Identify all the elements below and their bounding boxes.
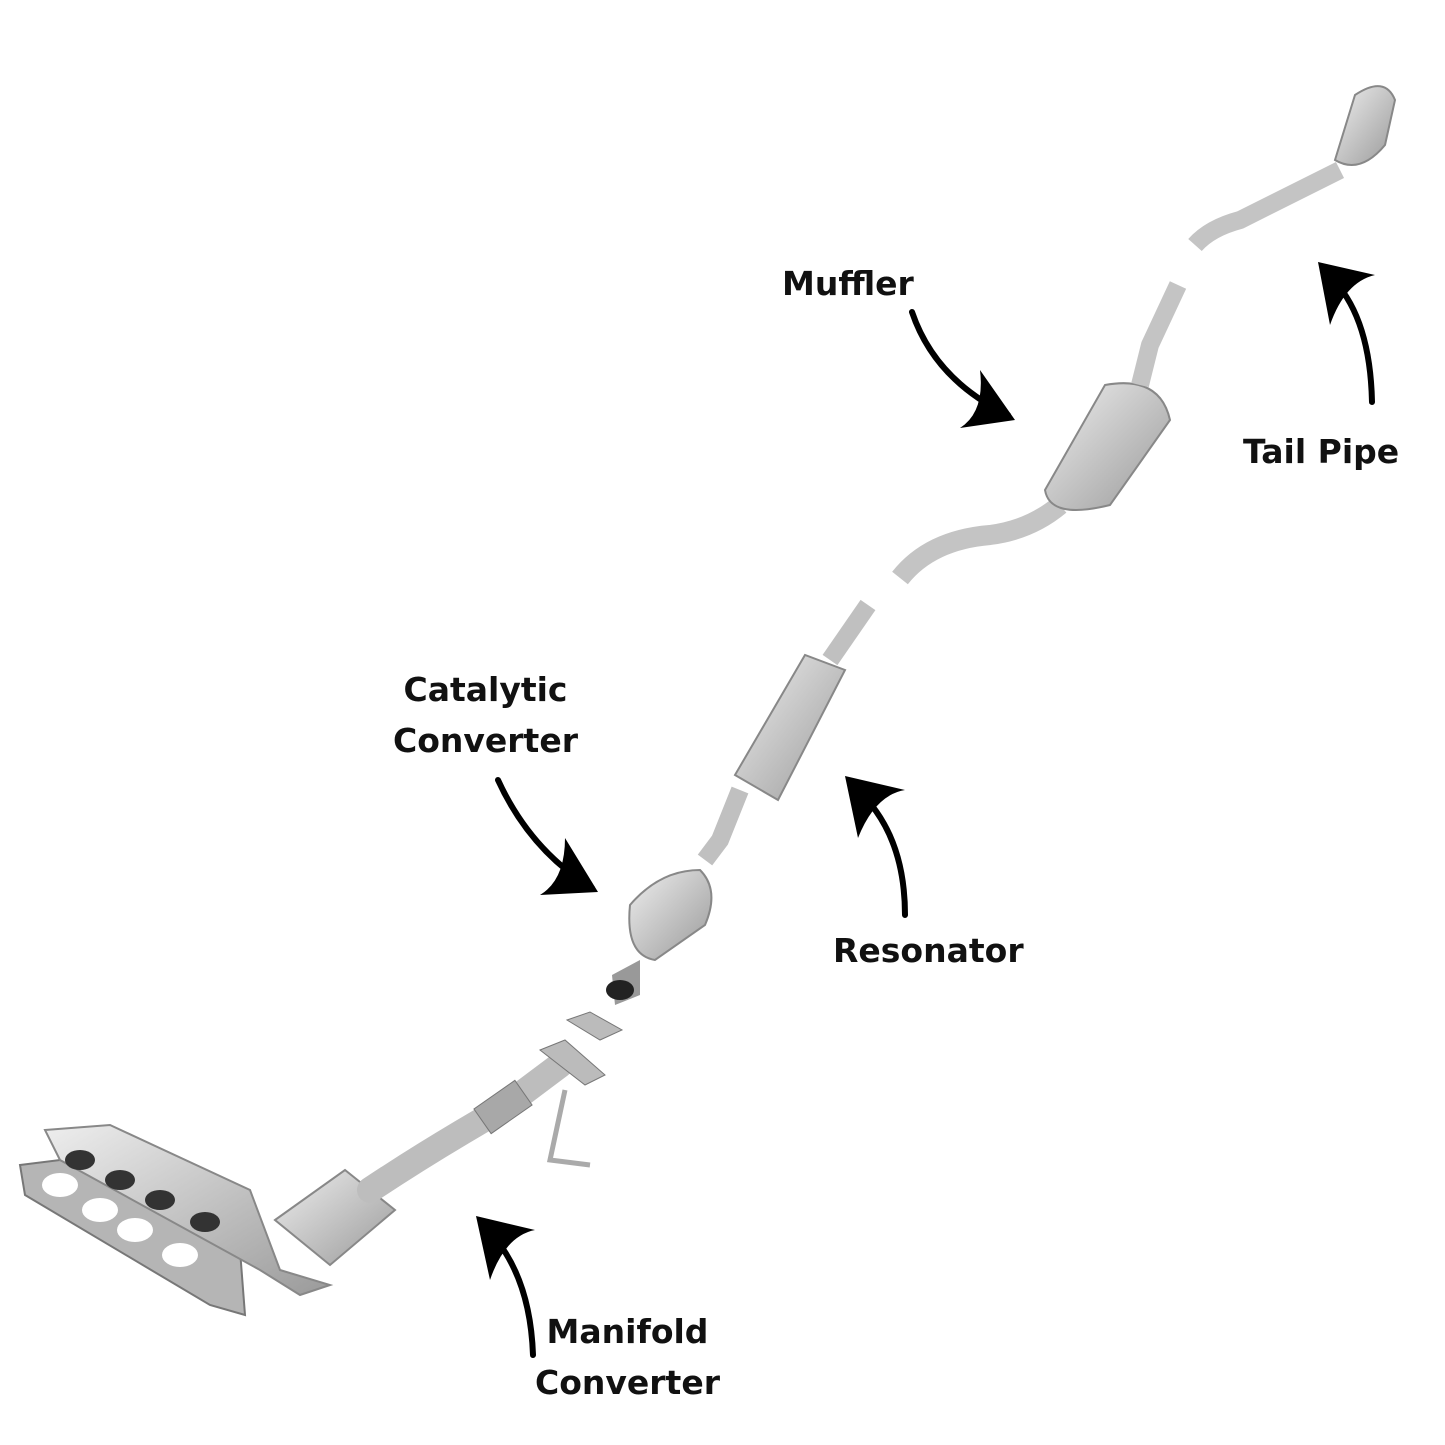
- resonator-pipe: [822, 599, 876, 666]
- label-line: Converter: [535, 1363, 720, 1402]
- catalytic-converter: [606, 868, 713, 1005]
- flex-joint: [473, 1079, 533, 1135]
- label-line: Manifold: [546, 1312, 709, 1351]
- arrowhead-icon: [960, 370, 1015, 428]
- front-pipe: [357, 1052, 573, 1203]
- exhaust-tip: [1333, 85, 1397, 166]
- arrowhead-icon: [540, 838, 598, 895]
- muffler-label: Muffler: [782, 264, 914, 303]
- arrowhead-icon: [476, 1216, 535, 1280]
- catalytic-converter-label: Catalytic Converter: [393, 664, 578, 766]
- label-line: Catalytic: [403, 670, 568, 709]
- resonator: [733, 653, 847, 802]
- muffler-outlet-pipe: [1131, 281, 1187, 388]
- flange: [539, 1039, 606, 1086]
- label-line: Converter: [393, 721, 578, 760]
- arrowhead-icon: [845, 776, 905, 838]
- tail-pipe-label: Tail Pipe: [1243, 432, 1400, 471]
- hanger-rod: [546, 1089, 591, 1168]
- muffler: [1043, 382, 1172, 511]
- resonator-label: Resonator: [833, 931, 1024, 970]
- tail-pipe: [1188, 161, 1345, 252]
- mid-pipe: [697, 786, 749, 866]
- exhaust-manifold: [43, 1123, 334, 1297]
- arrowhead-icon: [1318, 262, 1375, 325]
- over-axle-pipe: [892, 497, 1067, 585]
- manifold-converter-label: Manifold Converter: [535, 1306, 720, 1408]
- flange-gasket: [565, 1011, 624, 1041]
